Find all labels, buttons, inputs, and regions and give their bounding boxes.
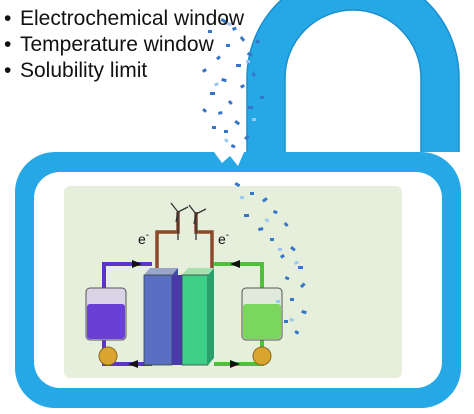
- cell-stack: [143, 268, 214, 366]
- anolyte-pump: [98, 346, 118, 366]
- escaping-particles-light: [214, 21, 299, 322]
- wind-turbine-icon: [170, 202, 207, 240]
- padlock-shackle-outline: [246, 0, 460, 152]
- padlock-shackle: [247, 0, 459, 152]
- bullet-item: •Electrochemical window: [4, 7, 245, 30]
- bullet-label: Solubility limit: [20, 59, 148, 82]
- bullet-label: Electrochemical window: [20, 7, 245, 30]
- electron-label-right: e-: [218, 230, 229, 247]
- electron-label-left: e-: [138, 230, 149, 247]
- crack-notch: [214, 152, 244, 166]
- bullet-item: •Temperature window: [4, 33, 214, 56]
- flow-arrows: [128, 260, 240, 368]
- bullet-item: •Solubility limit: [4, 59, 148, 82]
- escaping-particles-lower: [234, 181, 307, 335]
- catholyte-pump: [252, 346, 272, 366]
- escaping-particles: [202, 17, 264, 149]
- bullet-label: Temperature window: [20, 33, 214, 56]
- catholyte-tank: [241, 287, 283, 341]
- flow-battery-panel: [64, 186, 402, 378]
- anolyte-tank: [85, 287, 127, 341]
- constraint-list: •Electrochemical window •Temperature win…: [4, 6, 244, 84]
